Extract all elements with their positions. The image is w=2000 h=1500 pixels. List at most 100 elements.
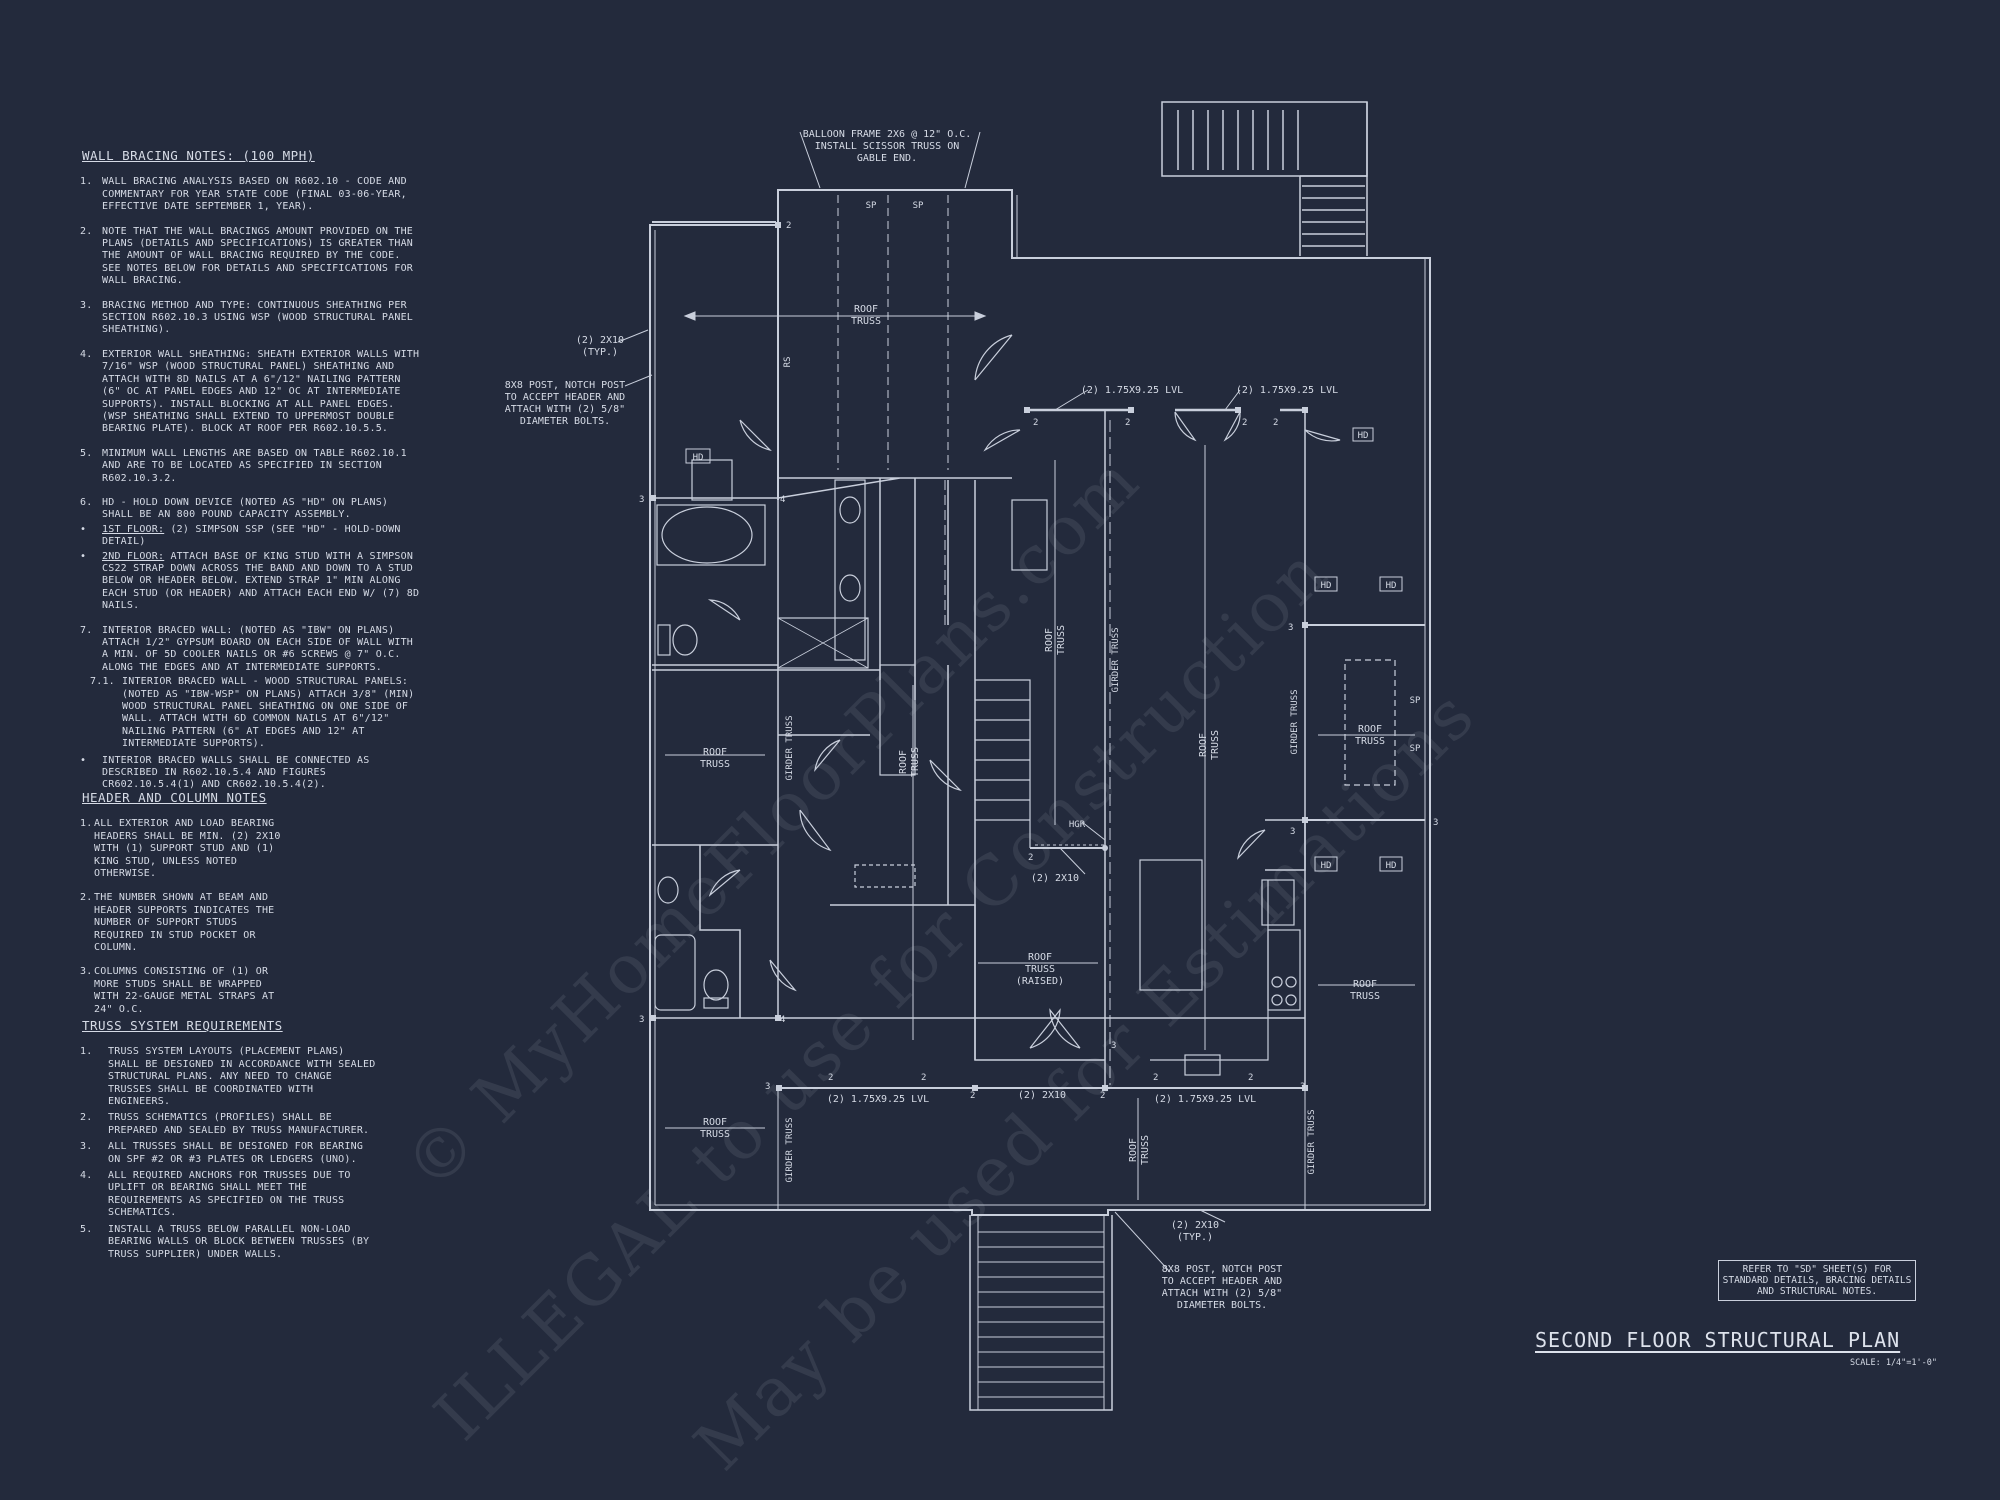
- outer-wall: [649, 189, 1431, 1216]
- leader: [1114, 1211, 1171, 1273]
- bathtub: [654, 934, 696, 1011]
- header-note-2: 2.THE NUMBER SHOWN AT BEAM AND HEADER SU…: [80, 892, 290, 954]
- door-swing: [769, 959, 797, 992]
- stud-count: 3: [639, 1015, 644, 1025]
- toilet: [672, 624, 698, 656]
- post: [650, 1015, 656, 1021]
- hd-box: [1352, 427, 1374, 442]
- post: [1235, 407, 1241, 413]
- wall-note-4: 4.EXTERIOR WALL SHEATHING: SHEATH EXTERI…: [80, 349, 420, 436]
- door-swing: [1304, 429, 1341, 442]
- stud-count: 3: [1290, 827, 1295, 837]
- sp-label: SP: [866, 201, 877, 211]
- truss-note-2: 2.TRUSS SCHEMATICS (PROFILES) SHALL BE P…: [80, 1112, 380, 1137]
- span-arrow: [665, 734, 1415, 1129]
- fixtures: [654, 459, 1396, 1076]
- bullet-icon: •: [80, 754, 87, 766]
- hd-label: HD: [1386, 861, 1397, 871]
- roof-truss-vertical: ROOF: [1044, 628, 1055, 652]
- stud-count: 4: [780, 495, 785, 505]
- arrow-head: [683, 311, 987, 321]
- note-number: 4.: [80, 348, 93, 360]
- lower-stair: [969, 1215, 1113, 1411]
- upper-stair: [1161, 101, 1368, 256]
- stud-count: 2: [970, 1091, 975, 1101]
- two-2x10-label: (2) 2x10: [1031, 873, 1079, 884]
- note-text: INTERIOR BRACED WALL: (NOTED AS "IBW" ON…: [102, 624, 414, 673]
- typ-2x10-label: (2) 2x10: [576, 335, 624, 346]
- truss-note-4: 4.ALL REQUIRED ANCHORS FOR TRUSSES DUE T…: [80, 1170, 380, 1220]
- roof-truss-label-2: TRUSS: [851, 316, 881, 327]
- wall-bullet-2nd-floor: •2ND FLOOR: ATTACH BASE OF KING STUD WIT…: [80, 551, 420, 613]
- roof-truss-label-2: TRUSS: [1355, 736, 1385, 747]
- balloon-note-line-3: GABLE END.: [857, 153, 917, 164]
- post-note-b-line-2: TO ACCEPT HEADER AND: [1162, 1276, 1282, 1287]
- note-text: TRUSS SCHEMATICS (PROFILES) SHALL BE PRE…: [108, 1112, 370, 1136]
- burner: [1285, 976, 1297, 988]
- roof-truss-vertical: ROOF: [1128, 1138, 1139, 1162]
- wall-note-7-1: 7.1.INTERIOR BRACED WALL - WOOD STRUCTUR…: [80, 676, 420, 750]
- plan-title: SECOND FLOOR STRUCTURAL PLAN: [1535, 1328, 1901, 1352]
- exterior-walls: [649, 189, 1431, 1216]
- note-number: 3.: [80, 299, 93, 311]
- truss-note-1: 1.TRUSS SYSTEM LAYOUTS (PLACEMENT PLANS)…: [80, 1046, 380, 1108]
- note-number: 5.: [80, 1223, 93, 1235]
- counter: [1150, 880, 1269, 1061]
- stair-stringers: [969, 1215, 1113, 1411]
- stair-treads: [1177, 110, 1299, 170]
- hd-box: [1379, 856, 1403, 872]
- stud-count: 2: [1028, 853, 1033, 863]
- note-text: ALL EXTERIOR AND LOAD BEARING HEADERS SH…: [94, 818, 281, 880]
- lvl-label: (2) 1.75x9.25 LVL: [1154, 1094, 1256, 1105]
- sp-label: SP: [913, 201, 924, 211]
- post: [650, 495, 656, 501]
- bathtub: [661, 506, 753, 564]
- hold-down-markers: HD HD HD HD HD HD: [685, 427, 1403, 872]
- refer-note-box: REFER TO "SD" SHEET(S) FOR STANDARD DETA…: [1718, 1260, 1916, 1301]
- refrigerator: [1261, 879, 1295, 926]
- stud-count: 2: [1125, 418, 1130, 428]
- plan-labels: BALLOON FRAME 2x6 @ 12" O.C. INSTALL SCI…: [505, 129, 1439, 1311]
- door-swing: [1174, 411, 1197, 442]
- door-swing: [739, 419, 772, 452]
- wall-note-7: 7.INTERIOR BRACED WALL: (NOTED AS "IBW" …: [80, 625, 420, 675]
- wall-note-6: 6.HD - HOLD DOWN DEVICE (NOTED AS "HD" O…: [80, 497, 420, 522]
- vanity: [834, 479, 866, 661]
- note-number: 4.: [80, 1170, 93, 1182]
- roof-truss-vertical: ROOF: [1198, 733, 1209, 757]
- note-number: 1.: [80, 176, 93, 188]
- stud-count: 3: [1111, 1041, 1116, 1051]
- bullet-text: (2) SIMPSON SSP (SEE "HD" - HOLD-DOWN DE…: [102, 523, 401, 548]
- wall: [652, 664, 778, 846]
- note-number: 2.: [80, 225, 93, 237]
- post: [1302, 622, 1308, 628]
- post-note-line-1: 8x8 POST, NOTCH POST: [505, 380, 625, 391]
- lvl-label: (2) 1.75x9.25 LVL: [1236, 385, 1338, 396]
- stud-count: 3: [765, 1082, 770, 1092]
- roof-truss-label: ROOF: [703, 1117, 727, 1128]
- burner: [1271, 976, 1283, 988]
- wall-bullet-connections: •INTERIOR BRACED WALLS SHALL BE CONNECTE…: [80, 755, 420, 792]
- door-swing: [707, 599, 741, 621]
- hd-box: [685, 448, 711, 464]
- hgr-label: HGR: [1069, 820, 1086, 830]
- closet-shelf: [1011, 499, 1048, 571]
- stud-count: 2: [1248, 1073, 1253, 1083]
- post: [1024, 407, 1030, 413]
- leader: [1054, 389, 1241, 411]
- roof-truss-label: ROOF: [854, 304, 878, 315]
- hd-box: [1379, 576, 1403, 592]
- leader-lines: [617, 131, 1241, 1273]
- truss-span-arrows: [665, 195, 1415, 1200]
- note-text: COLUMNS CONSISTING OF (1) OR MORE STUDS …: [94, 966, 275, 1015]
- truss-line: [837, 195, 949, 470]
- roof-truss-vertical: ROOF: [898, 750, 909, 774]
- stud-count: 3: [1288, 623, 1293, 633]
- post: [1102, 845, 1108, 851]
- door-swing: [1223, 411, 1241, 442]
- roof-truss-raised-label-3: (RAISED): [1016, 976, 1064, 987]
- wall: [699, 845, 741, 1018]
- door-swing: [1029, 1008, 1061, 1049]
- post: [775, 222, 781, 228]
